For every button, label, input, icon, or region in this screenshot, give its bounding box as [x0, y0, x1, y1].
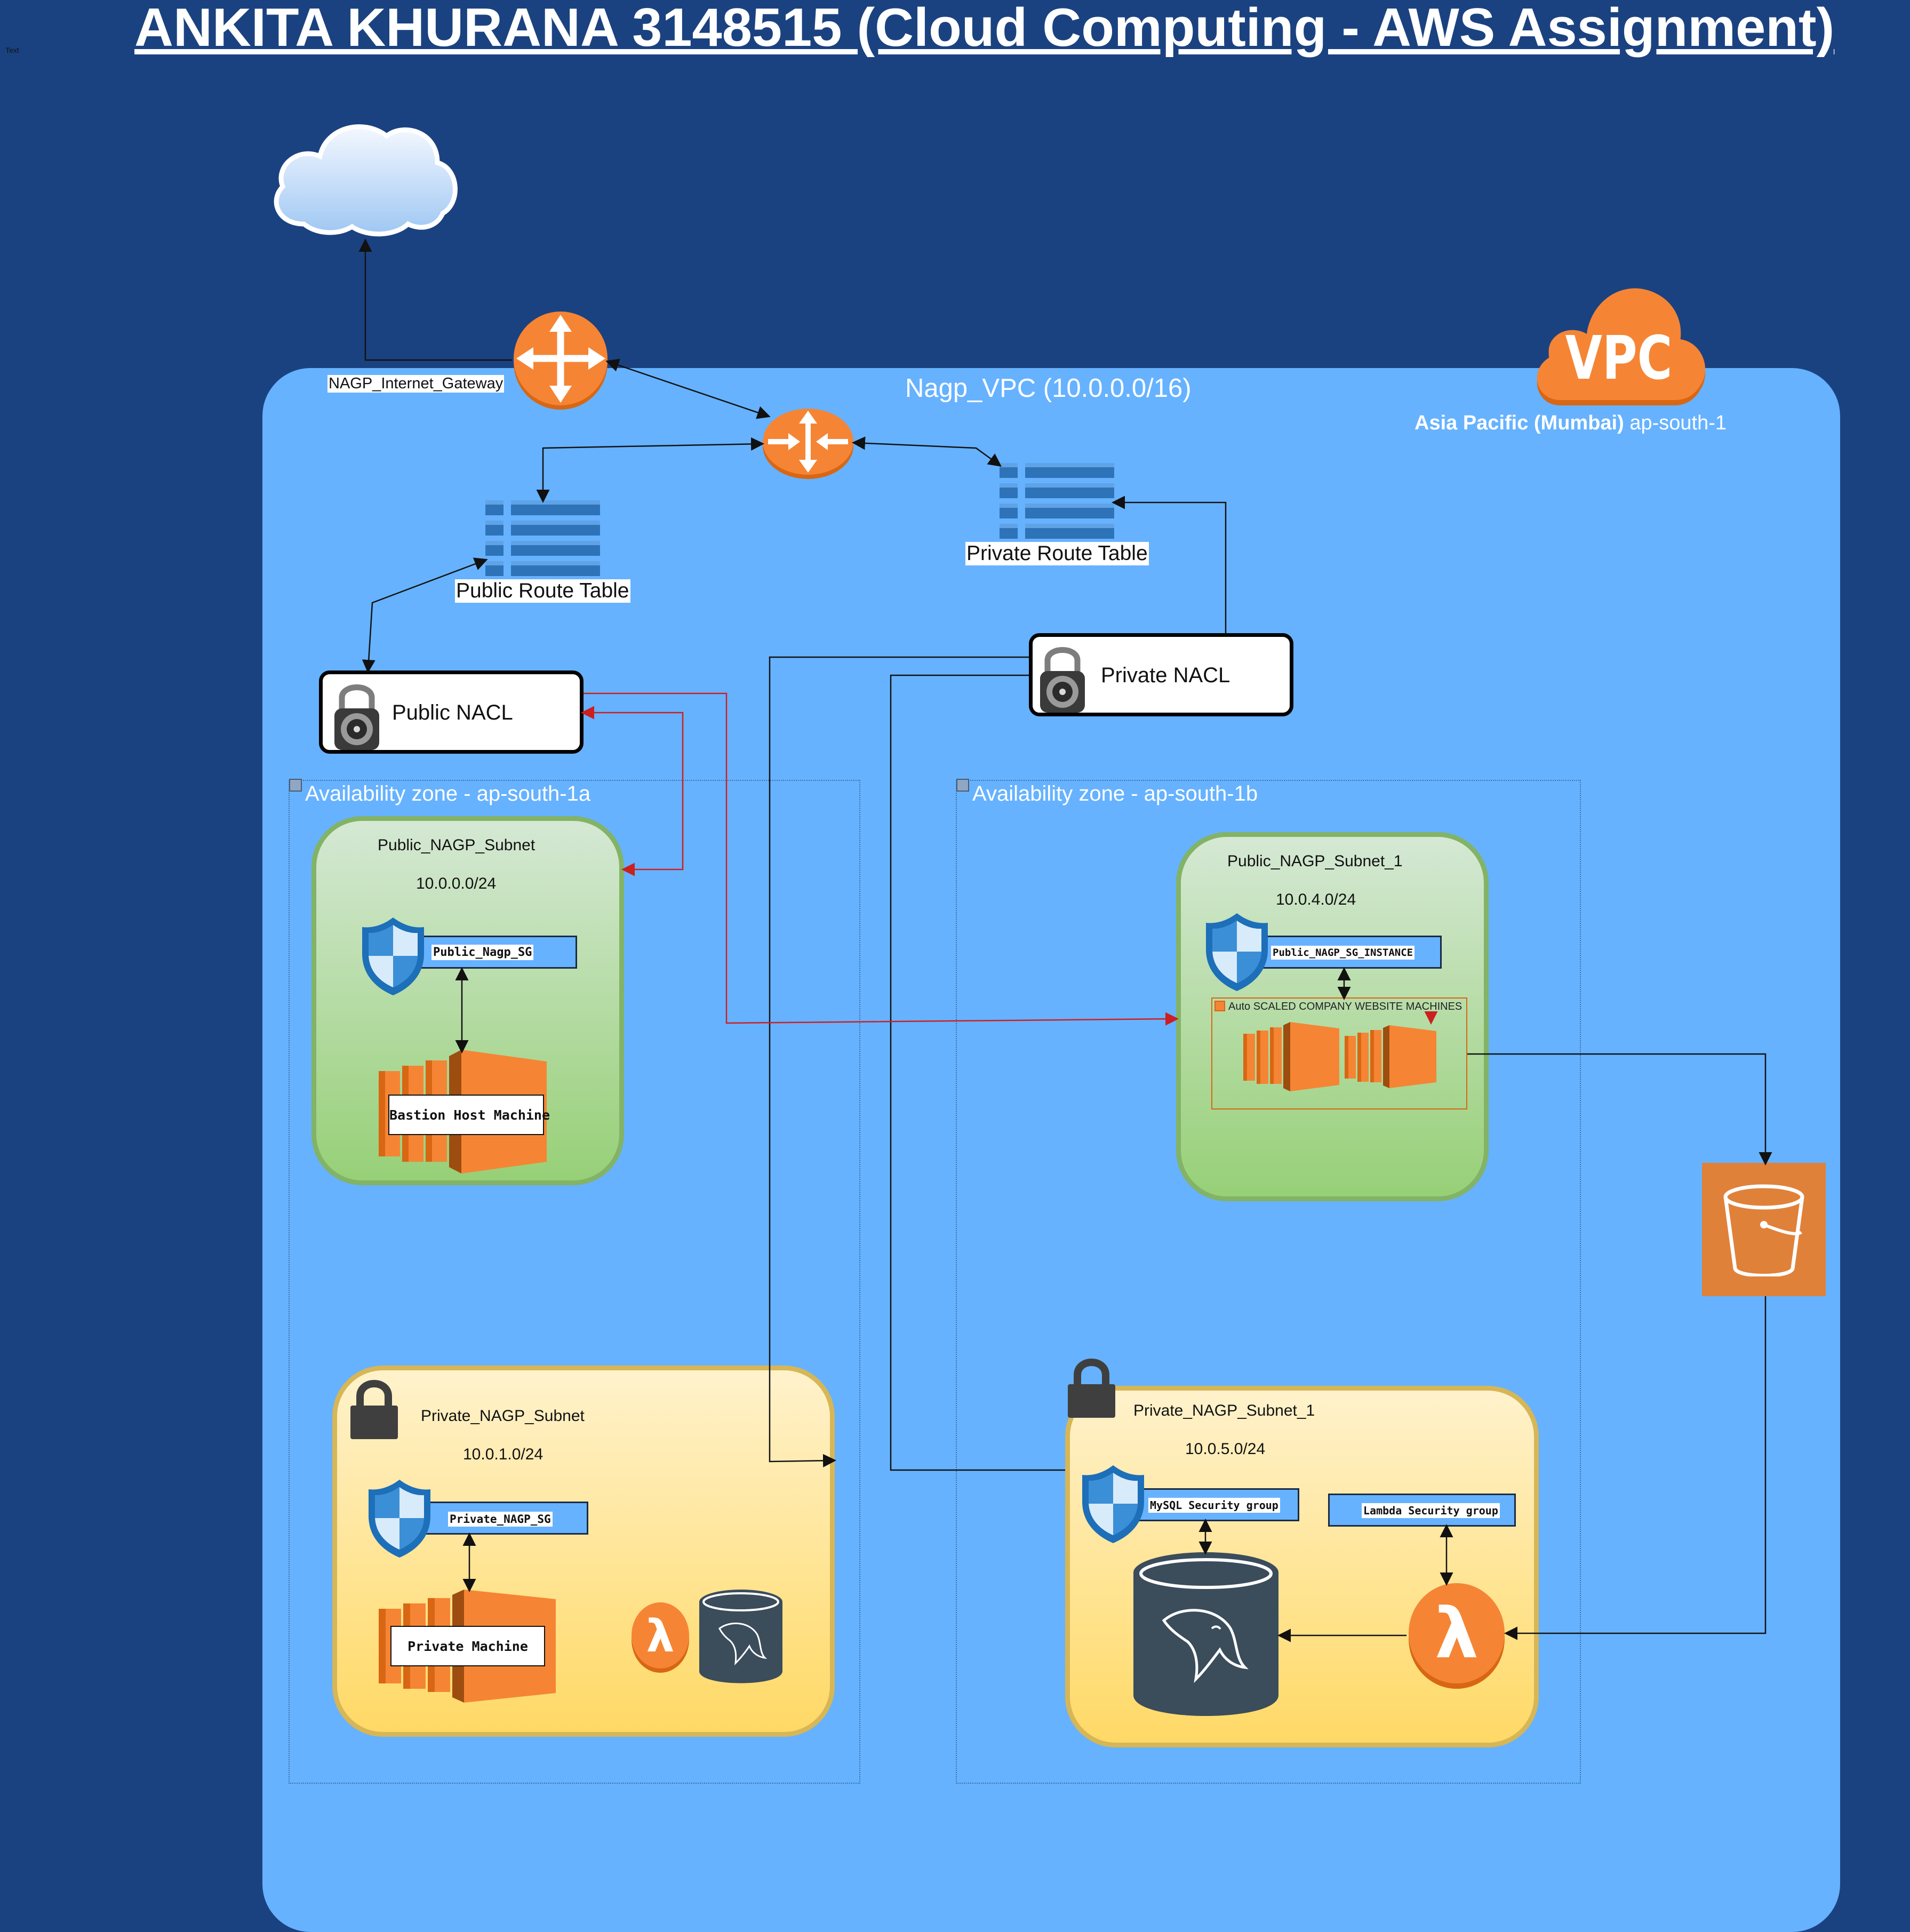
az-icon: [956, 779, 969, 792]
svg-text:λ: λ: [1435, 1593, 1479, 1674]
region-code: ap-south-1: [1629, 412, 1727, 434]
mysql-database-icon[interactable]: [698, 1588, 784, 1684]
private-machine-label: Private Machine: [390, 1626, 545, 1666]
public-security-group-label: Public_Nagp_SG: [431, 945, 534, 960]
lambda-security-group-label: Lambda Security group: [1362, 1503, 1500, 1518]
private-subnet-a-name: Private_NAGP_Subnet: [421, 1407, 585, 1425]
asg-icon: [1214, 1001, 1225, 1011]
private-subnet-b-name: Private_NAGP_Subnet_1: [1133, 1402, 1315, 1419]
shield-icon: [362, 917, 424, 995]
page-title: ANKITA KHURANA 3148515 (Cloud Computing …: [134, 0, 1835, 58]
public-subnet-b-name: Public_NAGP_Subnet_1: [1227, 852, 1403, 870]
private-nacl-label: Private NACL: [1101, 664, 1230, 687]
auto-scaling-group[interactable]: Auto SCALED COMPANY WEBSITE MACHINES: [1211, 997, 1467, 1109]
s3-bucket[interactable]: [1702, 1163, 1826, 1296]
shield-icon: [1082, 1465, 1144, 1543]
mysql-security-group-label: MySQL Security group: [1148, 1498, 1280, 1513]
public-instance-security-group[interactable]: Public_NAGP_SG_INSTANCE: [1259, 936, 1442, 969]
public-subnet-b-cidr: 10.0.4.0/24: [1276, 891, 1356, 908]
router-icon[interactable]: [762, 405, 854, 480]
region-name: Asia Pacific (Mumbai): [1414, 412, 1624, 434]
shield-icon: [1206, 913, 1268, 991]
mysql-security-group[interactable]: MySQL Security group: [1135, 1488, 1299, 1521]
private-route-table-label: Private Route Table: [965, 542, 1149, 565]
lock-icon: [1068, 1359, 1115, 1418]
availability-zone-a-label: Availability zone - ap-south-1a: [305, 782, 591, 805]
lock-icon: [350, 1380, 398, 1439]
private-nacl[interactable]: Private NACL: [1029, 633, 1293, 716]
internet-gateway-label: NAGP_Internet_Gateway: [327, 375, 505, 393]
vpc-region-label: Asia Pacific (Mumbai) ap-south-1: [1414, 412, 1727, 435]
public-subnet-a-cidr: 10.0.0.0/24: [416, 875, 497, 892]
vpc-title: Nagp_VPC (10.0.0.0/16): [905, 374, 1192, 403]
private-route-table-icon[interactable]: [1000, 463, 1114, 539]
private-security-group[interactable]: Private_NAGP_SG: [421, 1502, 588, 1535]
ec2-icon: [1345, 1025, 1436, 1088]
internet-cloud-icon: [274, 124, 458, 237]
private-subnet-b-cidr: 10.0.5.0/24: [1185, 1440, 1266, 1458]
padlock-icon: [1040, 647, 1085, 713]
bastion-host-label: Bastion Host Machine: [388, 1095, 550, 1135]
vpc-logo-text: VPC: [1565, 324, 1673, 393]
lambda-icon[interactable]: λ: [630, 1599, 690, 1674]
public-subnet-a-name: Public_NAGP_Subnet: [378, 836, 536, 854]
stray-text-label: Text: [5, 46, 19, 54]
padlock-icon: [334, 684, 379, 750]
lambda-security-group[interactable]: Lambda Security group: [1328, 1494, 1516, 1527]
svg-text:λ: λ: [646, 1610, 674, 1662]
igw-to-internet-connector: [358, 238, 512, 361]
public-security-group[interactable]: Public_Nagp_SG: [411, 936, 577, 969]
availability-zone-b-label: Availability zone - ap-south-1b: [972, 782, 1258, 805]
s3-bucket-icon: [1723, 1184, 1804, 1276]
private-subnet-a-cidr: 10.0.1.0/24: [463, 1446, 544, 1463]
public-instance-security-group-label: Public_NAGP_SG_INSTANCE: [1271, 946, 1415, 960]
auto-scaling-group-label: Auto SCALED COMPANY WEBSITE MACHINES: [1228, 1001, 1463, 1012]
az-icon: [289, 779, 302, 792]
public-nacl-label: Public NACL: [392, 701, 513, 724]
vpc-cloud-icon: [1537, 288, 1706, 405]
vpc-logo: VPC: [1531, 278, 1707, 409]
private-security-group-label: Private_NAGP_SG: [448, 1512, 553, 1527]
mysql-database-icon[interactable]: [1132, 1551, 1280, 1718]
public-nacl[interactable]: Public NACL: [319, 670, 584, 754]
internet-gateway-icon[interactable]: [512, 309, 609, 411]
ec2-icon: [1243, 1022, 1339, 1091]
public-route-table-icon[interactable]: [485, 500, 600, 576]
shield-icon: [369, 1480, 430, 1558]
public-route-table-label: Public Route Table: [455, 579, 630, 603]
lambda-icon[interactable]: λ: [1406, 1580, 1507, 1690]
